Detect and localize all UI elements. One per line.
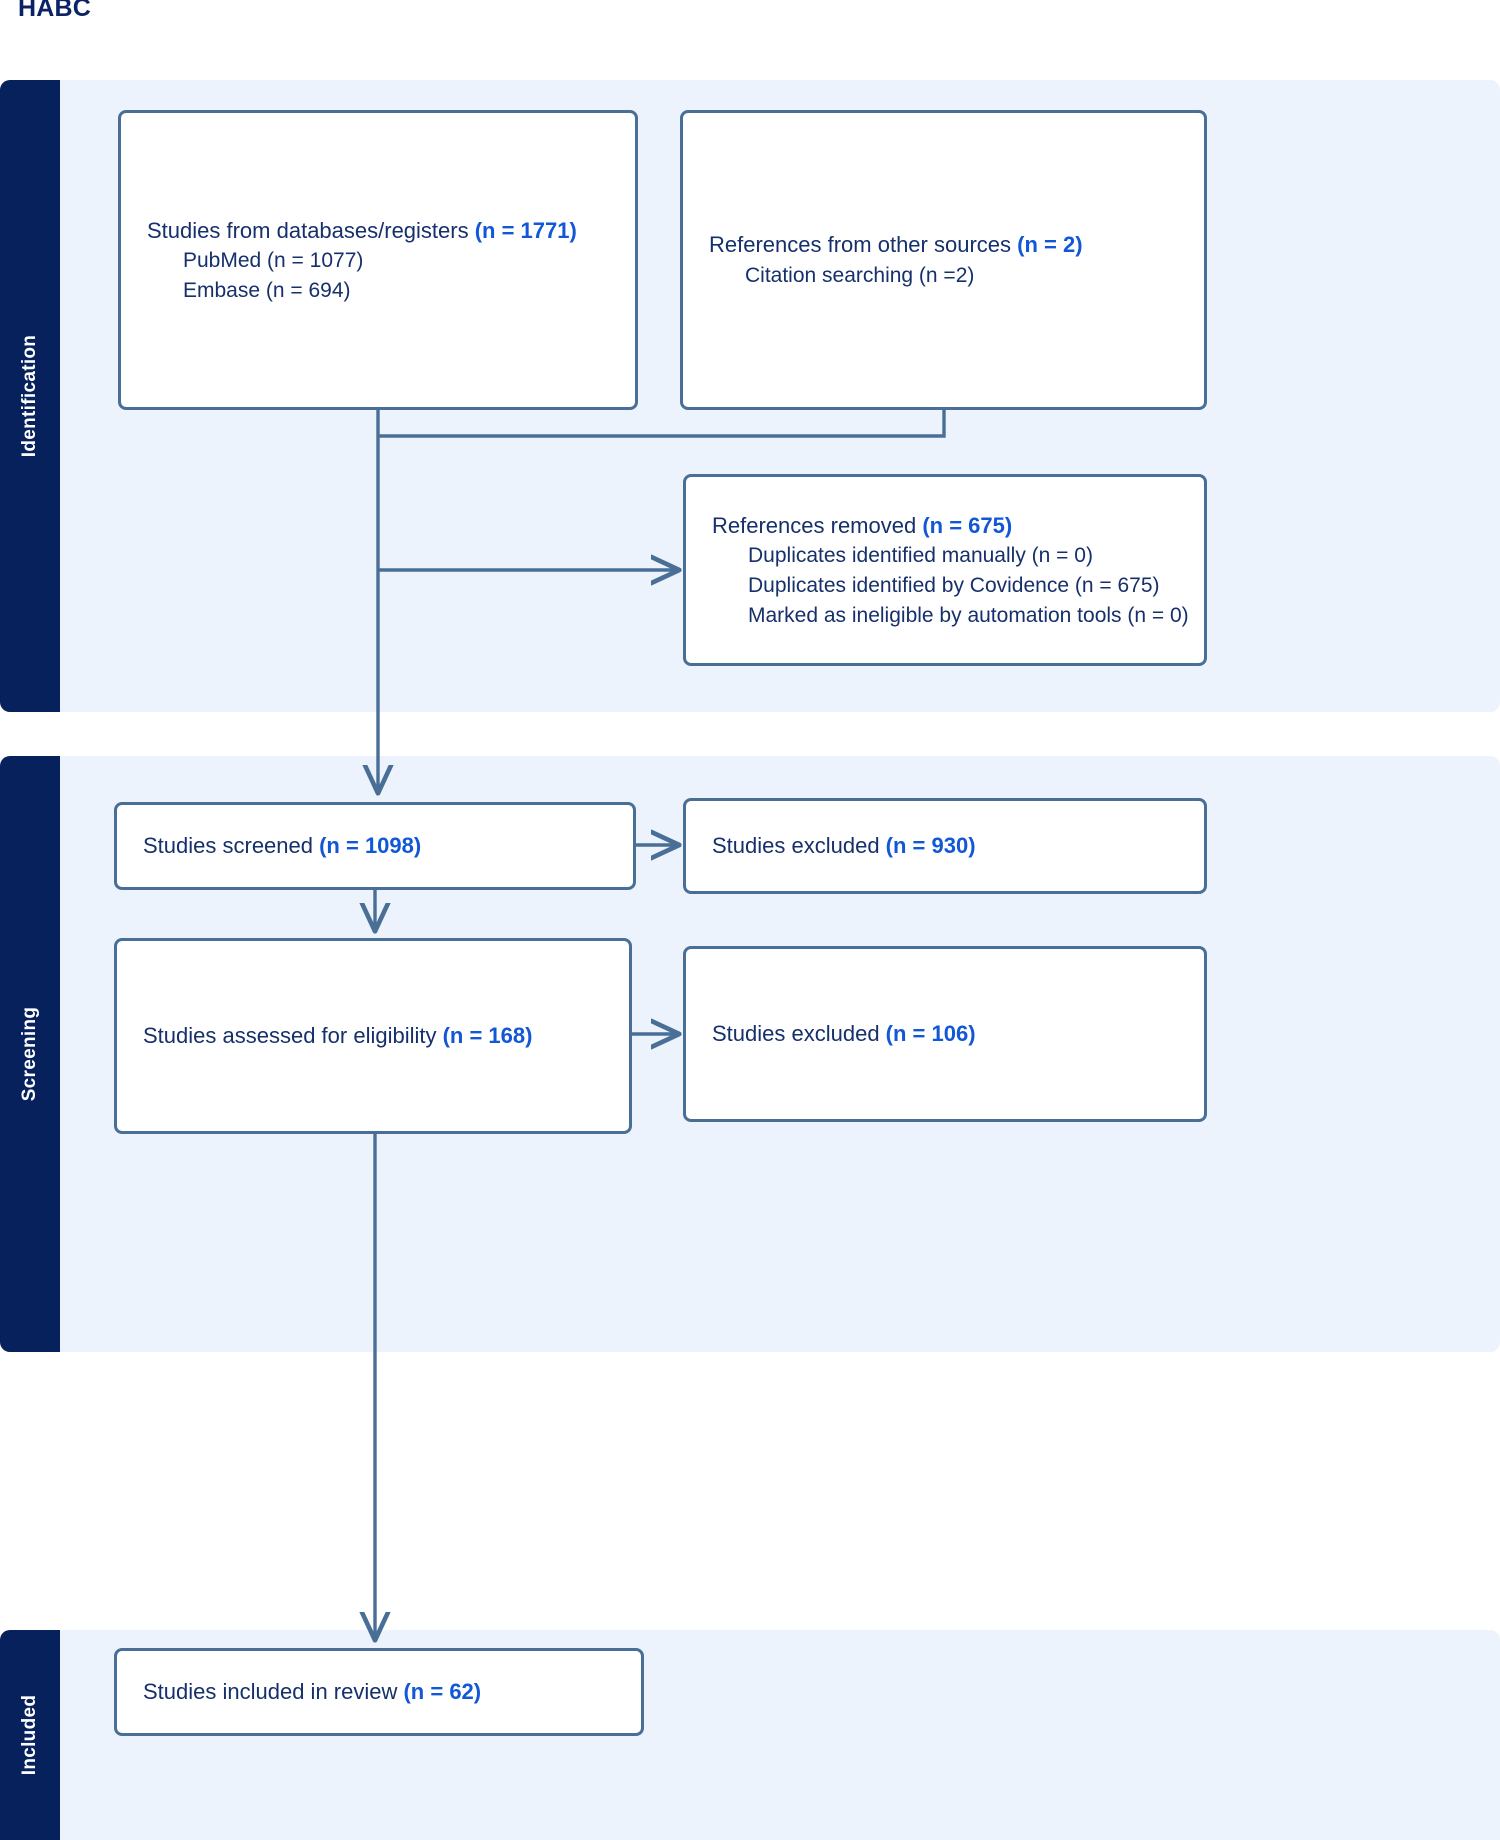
box-references-removed-main: References removed (n = 675) <box>712 512 1013 538</box>
box-studies-included-review-count: (n = 62) <box>403 1679 482 1705</box>
box-studies-excluded-screening-count: (n = 930) <box>885 833 976 859</box>
box-references-removed-sub-0: Duplicates identified manually (n = 0) <box>748 543 1093 567</box>
box-references-removed-sub-1: Duplicates identified by Covidence (n = … <box>748 573 1160 597</box>
stage-tab-included: Included <box>0 1630 60 1840</box>
box-databases-count: (n = 1771) <box>474 217 577 243</box>
box-studies-assessed-eligibility-text: Studies assessed for eligibility (n = 16… <box>117 1020 532 1051</box>
box-studies-excluded-eligibility-text: Studies excluded (n = 106) <box>686 1018 976 1049</box>
box-references-removed-sub-2: Marked as ineligible by automation tools… <box>748 603 1189 627</box>
box-databases-sub-1: Embase (n = 694) <box>183 278 351 302</box>
box-studies-assessed-eligibility-main: Studies assessed for eligibility (n = 16… <box>143 1023 533 1049</box>
box-studies-excluded-screening-text: Studies excluded (n = 930) <box>686 830 976 861</box>
stage-tab-screening: Screening <box>0 756 60 1352</box>
box-references-removed-count: (n = 675) <box>922 512 1013 538</box>
box-studies-assessed-eligibility-count: (n = 168) <box>442 1023 533 1049</box>
box-studies-excluded-eligibility-main: Studies excluded (n = 106) <box>712 1021 976 1047</box>
box-studies-assessed-eligibility: Studies assessed for eligibility (n = 16… <box>114 938 632 1134</box>
box-studies-excluded-screening: Studies excluded (n = 930) <box>683 798 1207 894</box>
box-studies-included-review-main: Studies included in review (n = 62) <box>143 1679 482 1705</box>
box-studies-excluded-screening-main: Studies excluded (n = 930) <box>712 833 976 859</box>
box-other-sources-count: (n = 2) <box>1017 232 1083 258</box>
stage-tab-identification: Identification <box>0 80 60 712</box>
box-databases-main: Studies from databases/registers (n = 17… <box>147 217 577 243</box>
box-other-sources-main: References from other sources (n = 2) <box>709 232 1083 258</box>
page-title: HABC <box>18 0 92 22</box>
box-studies-screened-count: (n = 1098) <box>319 833 422 859</box>
box-studies-included-review: Studies included in review (n = 62) <box>114 1648 644 1736</box>
box-studies-screened-main: Studies screened (n = 1098) <box>143 833 422 859</box>
box-other-sources-text: References from other sources (n = 2) Ci… <box>683 229 1083 290</box>
box-databases-sub-0: PubMed (n = 1077) <box>183 248 364 272</box>
box-studies-screened-text: Studies screened (n = 1098) <box>117 830 421 861</box>
box-references-removed-text: References removed (n = 675) Duplicates … <box>686 510 1189 631</box>
box-references-removed: References removed (n = 675) Duplicates … <box>683 474 1207 666</box>
box-other-sources: References from other sources (n = 2) Ci… <box>680 110 1207 410</box>
box-databases-registers: Studies from databases/registers (n = 17… <box>118 110 638 410</box>
box-studies-screened: Studies screened (n = 1098) <box>114 802 636 890</box>
box-studies-excluded-eligibility: Studies excluded (n = 106) <box>683 946 1207 1122</box>
box-other-sources-sub-0: Citation searching (n =2) <box>745 263 975 287</box>
box-studies-excluded-eligibility-count: (n = 106) <box>885 1021 976 1047</box>
box-databases-text: Studies from databases/registers (n = 17… <box>121 215 577 306</box>
box-studies-included-review-text: Studies included in review (n = 62) <box>117 1676 481 1707</box>
